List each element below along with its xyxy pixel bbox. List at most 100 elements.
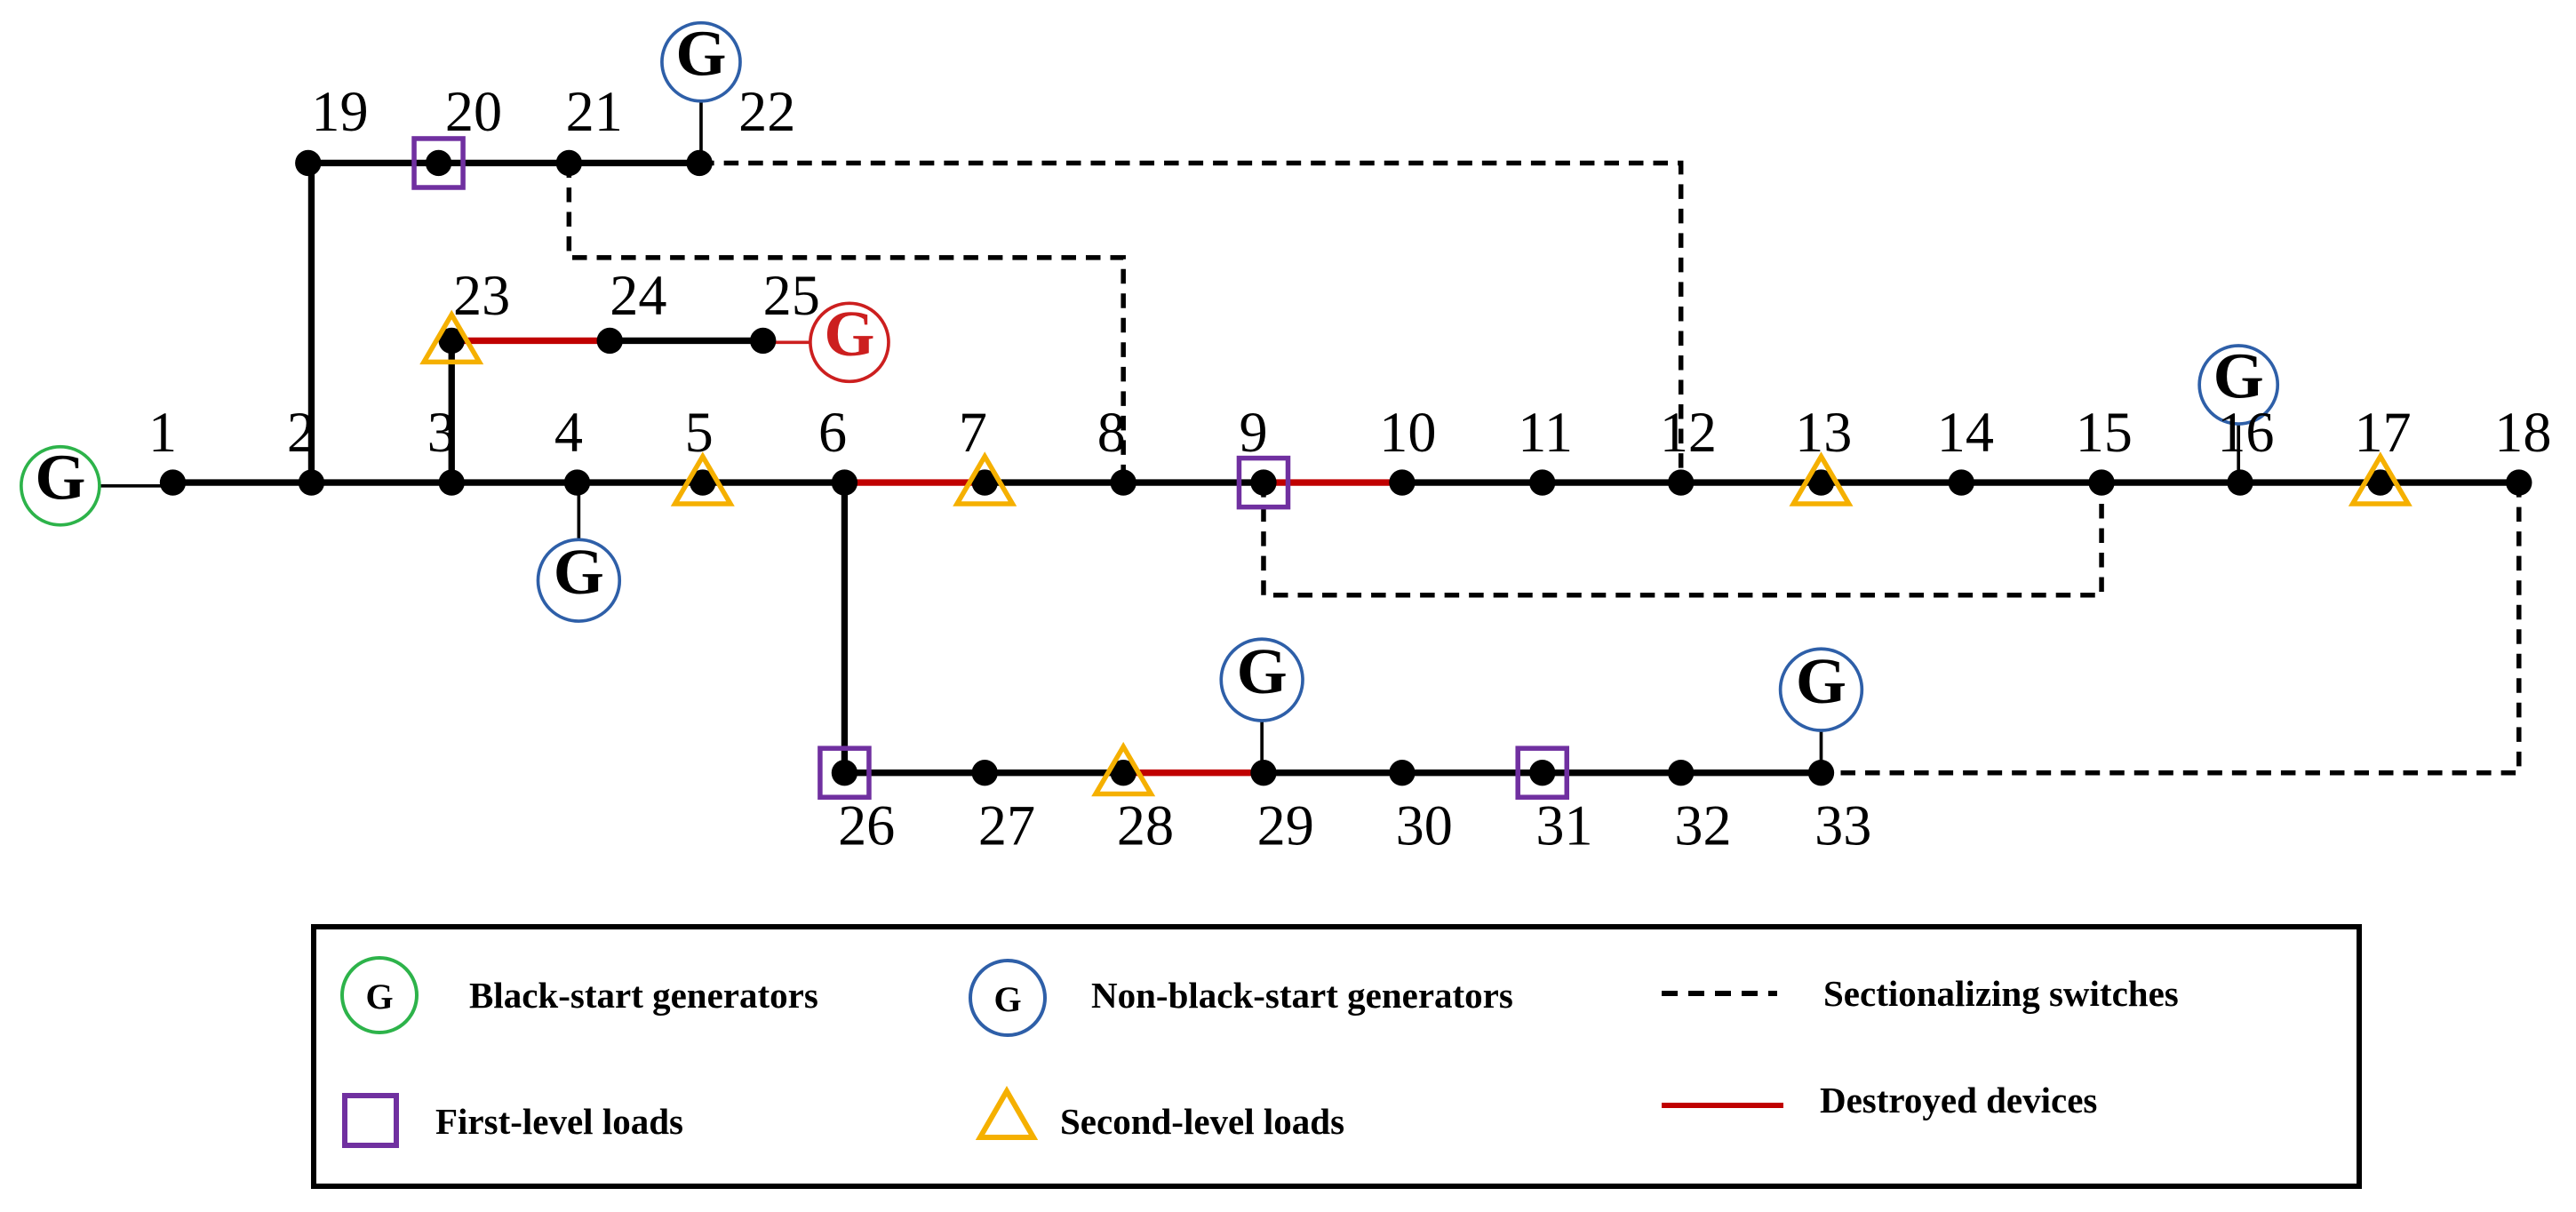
bus-node-5 (690, 469, 716, 496)
bus-node-10 (1389, 469, 1416, 496)
bus-label-15: 15 (2076, 401, 2133, 464)
generator-symbol: G (824, 298, 874, 370)
generator-circle (809, 301, 890, 384)
bus-label-2: 2 (287, 401, 315, 464)
switch-22-12 (699, 160, 1684, 483)
second-level-load-28 (1091, 741, 1156, 797)
bus-label-22: 22 (738, 80, 795, 143)
generators: G G G G G G G (20, 17, 2280, 773)
legend-frame (311, 924, 2362, 1189)
generator-circle (1219, 637, 1304, 722)
generator-22-non-black-start: G (660, 17, 742, 103)
switch-21-8 (566, 163, 1126, 483)
first-level-load-9 (1236, 455, 1291, 510)
bus-label-25: 25 (763, 264, 820, 327)
generator-circle (536, 538, 622, 623)
generator-4-non-black-start: G (536, 536, 622, 623)
sectionalizing-switches (566, 160, 2522, 776)
bus-label-11: 11 (1518, 401, 1573, 464)
bus-node-25 (750, 327, 777, 355)
legend-switches-label: Sectionalizing switches (1823, 973, 2179, 1014)
legend-second-level-label: Second-level loads (1060, 1101, 1344, 1142)
legend-first-level-symbol (342, 1093, 399, 1148)
legend-destroyed-label: Destroyed devices (1820, 1080, 2097, 1120)
bus-node-18 (2506, 469, 2532, 496)
bus-node-32 (1668, 760, 1695, 786)
legend-black-start-symbol: G (340, 956, 419, 1034)
bus-node-6 (831, 469, 858, 496)
bus-label-3: 3 (427, 401, 456, 464)
bus-node-22 (686, 149, 713, 177)
bus-label-24: 24 (610, 264, 666, 327)
bus-node-7 (971, 469, 998, 496)
second-level-load-5 (670, 451, 735, 506)
generator-circle (20, 444, 101, 527)
bus-node-9 (1250, 469, 1277, 496)
bus-label-18: 18 (2494, 401, 2551, 464)
bus-label-20: 20 (445, 80, 502, 143)
bus-node-4 (563, 469, 591, 496)
generator-1-black-start: G (20, 441, 101, 527)
bus-label-26: 26 (838, 793, 895, 857)
legend-non-black-start-label: Non-black-start generators (1091, 975, 1513, 1016)
bus-node-17 (2367, 469, 2394, 496)
generator-symbol: G (554, 536, 604, 608)
bus-node-16 (2227, 469, 2253, 496)
generator-33-non-black-start: G (1778, 645, 1864, 732)
legend-first-level-label: First-level loads (435, 1101, 683, 1142)
bus-node-29 (1250, 760, 1277, 786)
bus-node-11 (1529, 469, 1556, 496)
bus-node-27 (971, 760, 998, 786)
switch-18-33 (1821, 482, 2522, 776)
generator-symbol: G (1796, 645, 1846, 717)
bus-node-13 (1807, 469, 1835, 496)
bus-node-19 (295, 149, 322, 177)
bus-node-24 (596, 327, 623, 355)
generator-symbol: G (2213, 340, 2264, 412)
legend-second-level-symbol (975, 1085, 1039, 1140)
second-level-load-17 (2348, 451, 2413, 506)
second-level-load-23 (419, 309, 484, 365)
legend: G Black-start generators G Non-black-sta… (311, 924, 2362, 1189)
bus-label-14: 14 (1937, 401, 1994, 464)
bus-label-28: 28 (1117, 793, 1174, 857)
second-level-load-13 (1789, 451, 1854, 506)
bus-node-31 (1529, 760, 1556, 786)
generator-symbol: G (675, 17, 726, 89)
generator-symbol: G (35, 441, 85, 513)
bus-label-16: 16 (2217, 401, 2274, 464)
generator-circle (1778, 647, 1864, 732)
generator-29-non-black-start: G (1219, 635, 1304, 722)
generator-circle (660, 20, 742, 103)
switch-9-15 (1261, 482, 2104, 598)
bus-label-9: 9 (1239, 401, 1267, 464)
generator-16-non-black-start: G (2197, 340, 2280, 426)
bus-label-33: 33 (1814, 793, 1871, 857)
bus-label-4: 4 (554, 401, 583, 464)
loads (411, 136, 2413, 800)
bus-node-28 (1110, 760, 1136, 786)
bus-label-30: 30 (1396, 793, 1453, 857)
bus-node-15 (2088, 469, 2115, 496)
bus-node-2 (298, 469, 325, 496)
first-level-load-31 (1515, 746, 1570, 800)
bus-label-8: 8 (1097, 401, 1126, 464)
legend-black-start-label: Black-start generators (469, 975, 818, 1016)
bus-node-30 (1389, 760, 1416, 786)
network-lines (172, 159, 2519, 777)
generator-circle (2197, 344, 2280, 426)
bus-label-1: 1 (148, 401, 177, 464)
bus-label-31: 31 (1535, 793, 1592, 857)
bus-label-23: 23 (453, 264, 510, 327)
bus-node-12 (1668, 469, 1695, 496)
bus-label-29: 29 (1257, 793, 1314, 857)
first-level-load-26 (817, 746, 872, 800)
bus-nodes (159, 149, 2532, 786)
svg-text:G: G (993, 979, 1021, 1019)
bus-label-6: 6 (818, 401, 847, 464)
bus-node-20 (425, 149, 452, 177)
generator-symbol: G (1237, 635, 1288, 707)
